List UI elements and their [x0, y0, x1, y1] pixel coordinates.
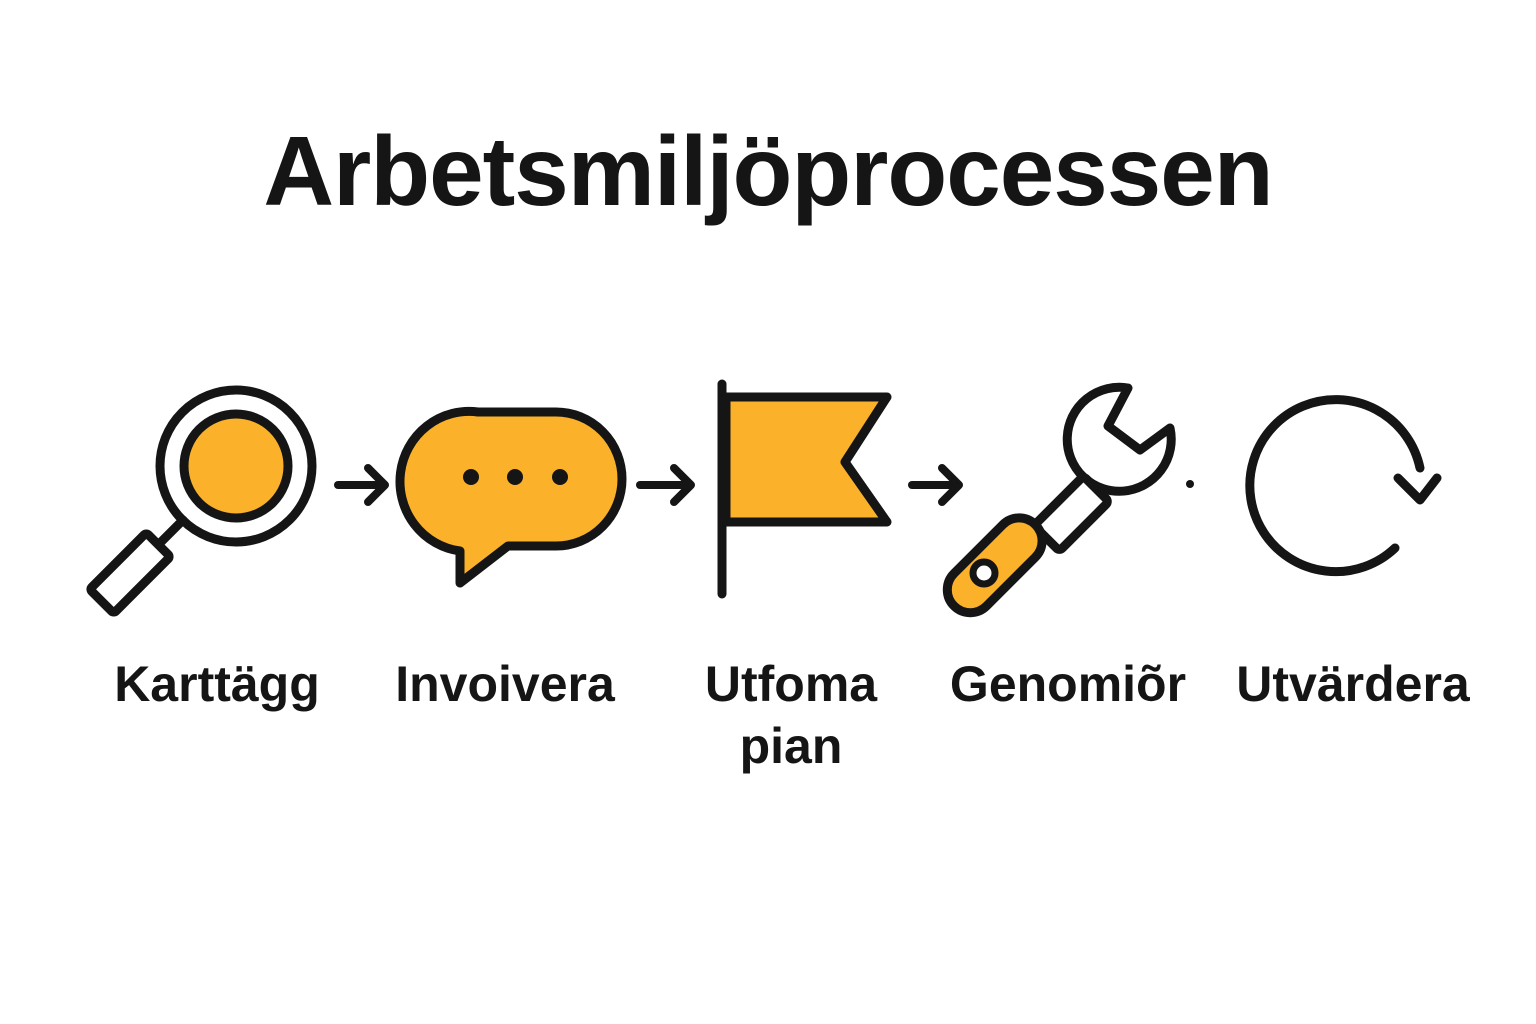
cycle-arrow-icon: [1245, 395, 1442, 577]
dot: [463, 469, 479, 485]
flag-icon: [717, 379, 892, 599]
step-label-genomfor: Genomiõr: [949, 656, 1187, 712]
step-label-involvera: Invoivera: [395, 656, 615, 712]
wrench-icon: [942, 382, 1176, 618]
arrow-connector: [334, 464, 389, 506]
step-label-kartlagg: Karttägg: [114, 656, 320, 712]
dot: [552, 469, 568, 485]
step-label-utvardera: Utvärdera: [1236, 656, 1470, 712]
dot-connector: [1186, 480, 1194, 488]
magnifying-glass-icon: [86, 385, 317, 617]
speech-bubble-icon: [395, 406, 627, 588]
step-label-utforma-plan: Utfoma pian: [704, 656, 878, 774]
dot: [507, 469, 523, 485]
page-title: Arbetsmiljöprocessen: [263, 116, 1273, 226]
arrow-connector: [636, 464, 695, 506]
arrow-connector: [908, 464, 963, 506]
